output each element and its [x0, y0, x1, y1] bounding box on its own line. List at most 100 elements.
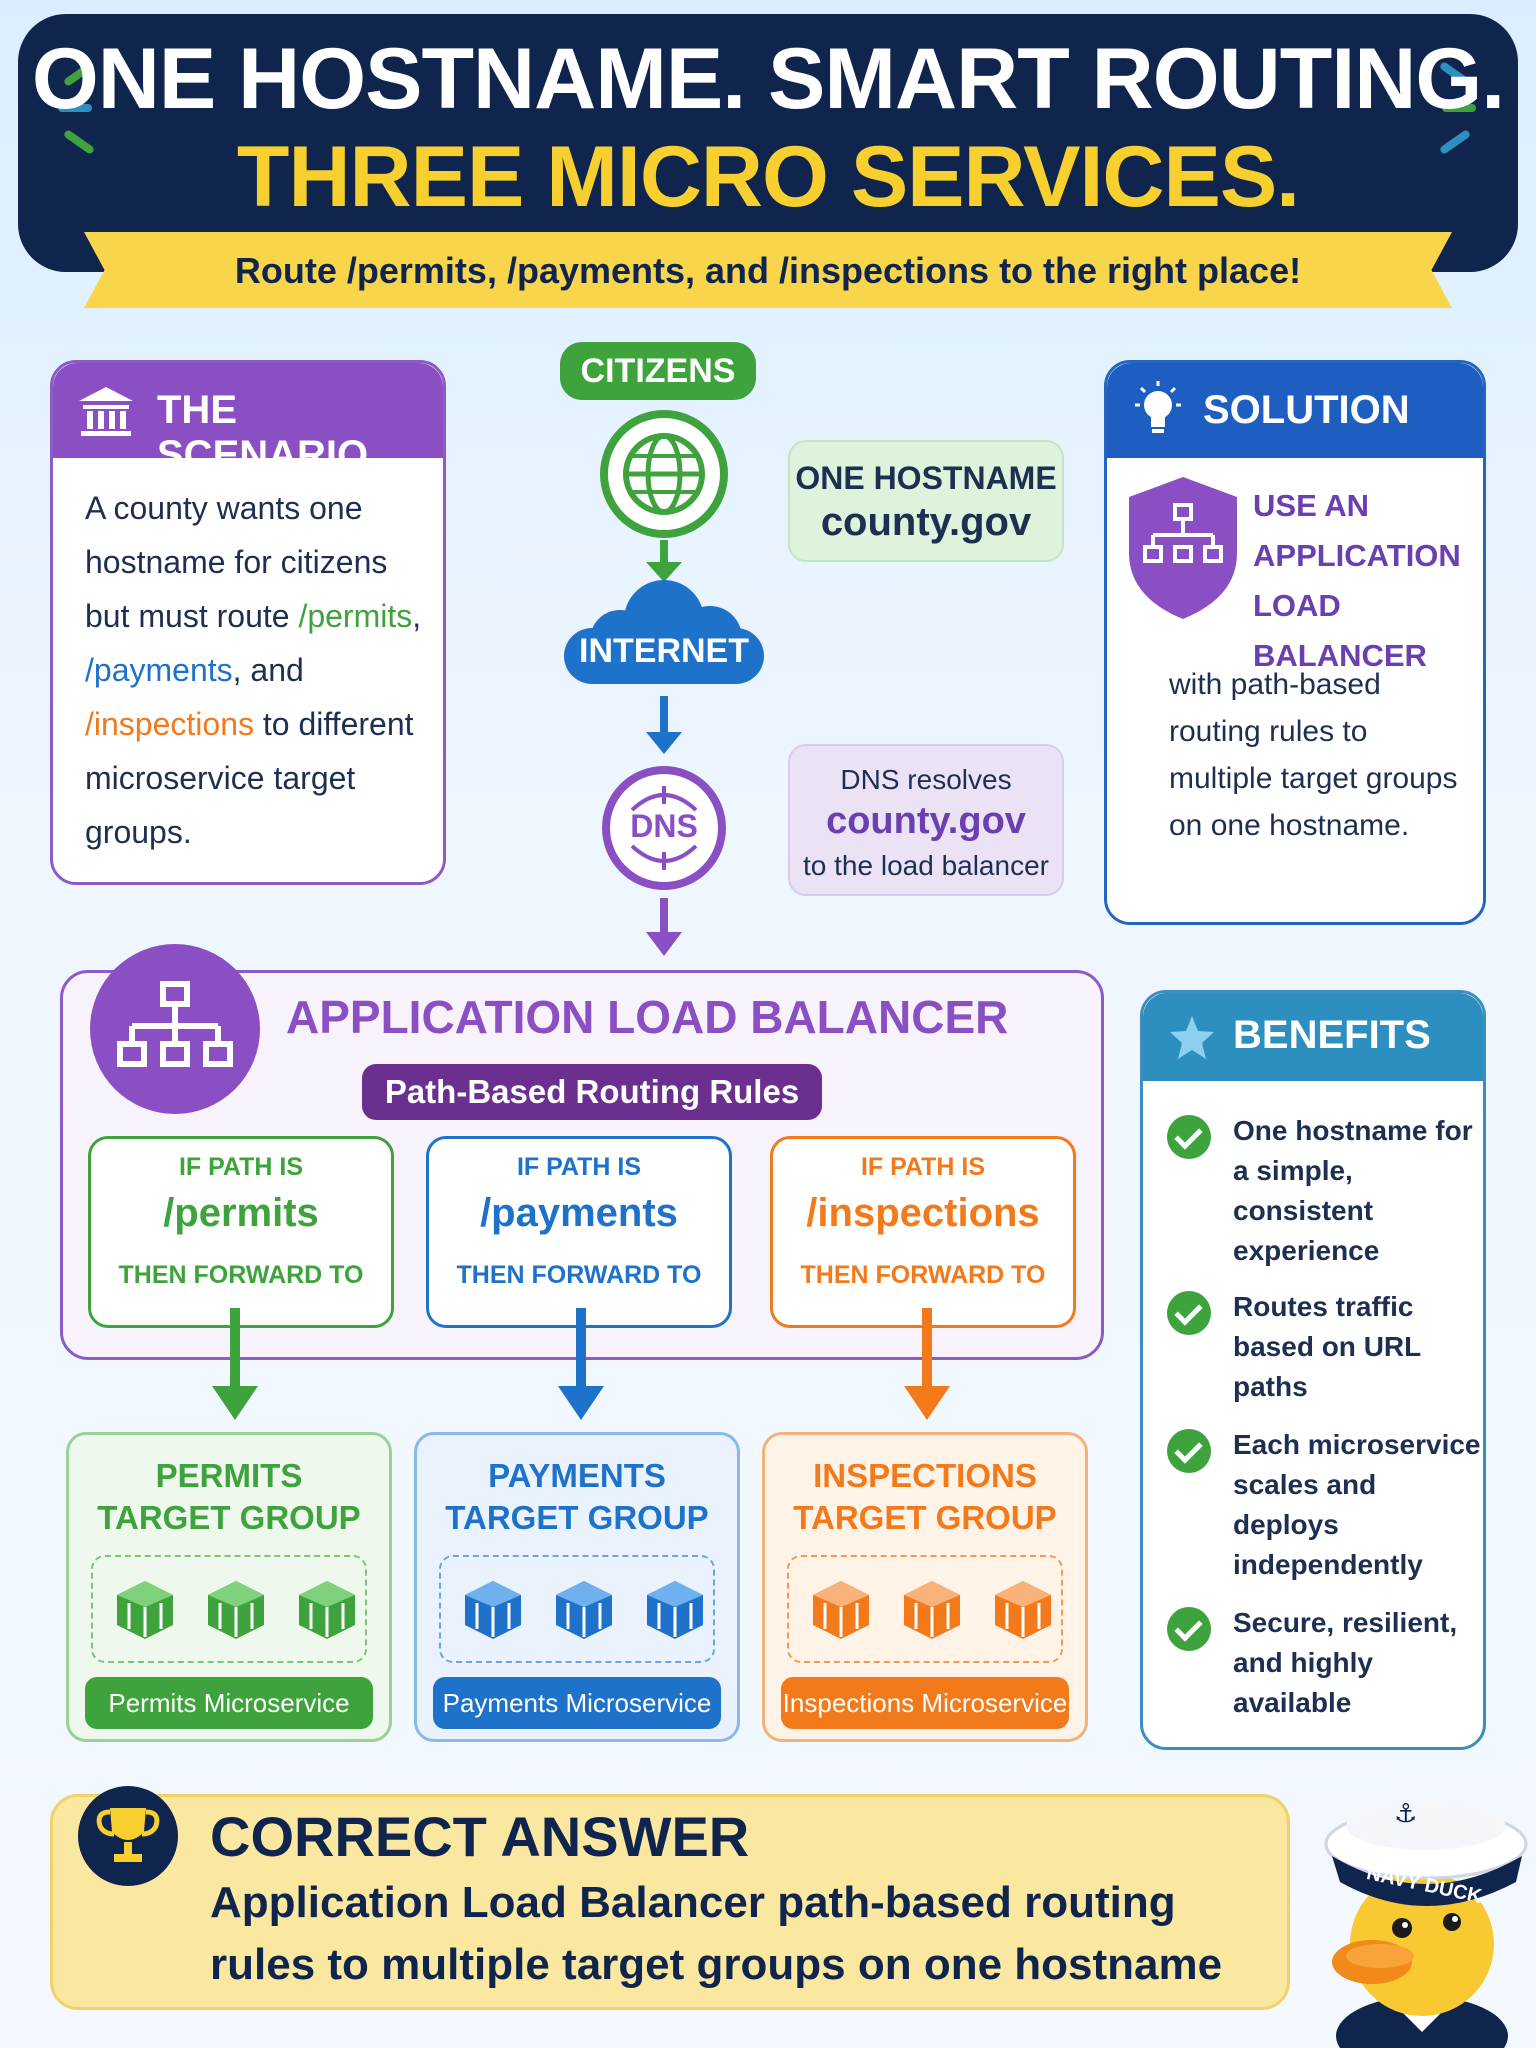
header-banner [18, 14, 1518, 272]
rule-condition: IF PATH IS [516, 1153, 642, 1181]
check-icon [1167, 1607, 1211, 1651]
cube-icon [904, 1581, 960, 1639]
benefits-header: BENEFITS [1143, 993, 1483, 1081]
rule-condition: IF PATH IS [178, 1153, 304, 1181]
target-group-name: INSPECTIONS [813, 1457, 1037, 1494]
arrow-down-icon [558, 1308, 604, 1420]
scenario-text: A county wants one hostname for citizens… [85, 481, 425, 859]
rule-action: THEN FORWARD TO [118, 1261, 364, 1289]
target-group-name: PERMITS [155, 1457, 303, 1494]
scenario-path-payments: /payments [85, 652, 233, 688]
cube-icon [995, 1581, 1051, 1639]
cube-icon [647, 1581, 703, 1639]
scenario-card: THE SCENARIO A county wants one hostname… [50, 360, 446, 885]
rule-payments: IF PATH IS /payments THEN FORWARD TO [426, 1136, 732, 1328]
scenario-title: THE SCENARIO [157, 388, 369, 477]
scenario-sep: , and [232, 652, 304, 688]
instances-area [439, 1555, 715, 1663]
arrow-down-icon [646, 540, 682, 582]
solution-title: SOLUTION [1203, 388, 1410, 432]
routing-rules-label: Path-Based Routing Rules [362, 1064, 822, 1120]
hostname-caption: ONE HOSTNAME [795, 460, 1057, 496]
dns-caption-2: to the load balancer [803, 850, 1049, 881]
target-group-title: PERMITS TARGET GROUP [69, 1455, 389, 1539]
instances-area [91, 1555, 367, 1663]
payments-microservice-label: Payments Microservice [433, 1677, 721, 1729]
scenario-text-a: A county wants one hostname for citizens… [85, 490, 388, 634]
scenario-path-permits: /permits [298, 598, 413, 634]
burst-icon [1442, 104, 1476, 112]
solution-heading-line: USE AN [1253, 488, 1369, 523]
benefits-title: BENEFITS [1233, 1013, 1431, 1057]
hostname-value: county.gov [820, 500, 1032, 544]
solution-heading-line: LOAD BALANCER [1253, 588, 1427, 673]
load-balancer-icon [90, 944, 260, 1114]
courthouse-icon [79, 387, 133, 436]
arrow-down-icon [904, 1308, 950, 1420]
citizens-label: CITIZENS [560, 342, 756, 400]
rule-action: THEN FORWARD TO [456, 1261, 702, 1289]
rule-action: THEN FORWARD TO [800, 1261, 1046, 1289]
target-group-title: PAYMENTS TARGET GROUP [417, 1455, 737, 1539]
svg-text:⚓: ⚓ [1394, 1799, 1417, 1829]
arrow-down-icon [646, 898, 682, 956]
scenario-path-inspections: /inspections [85, 706, 254, 742]
globe-icon [600, 410, 728, 538]
burst-icon [58, 104, 92, 112]
headline-line2: THREE MICRO SERVICES. [236, 129, 1300, 225]
target-group-label: TARGET GROUP [97, 1499, 361, 1536]
cube-icon [208, 1581, 264, 1639]
dns-label: DNS [630, 808, 698, 844]
target-group-name: PAYMENTS [488, 1457, 666, 1494]
solution-card: SOLUTION USE AN APPLICATION LOAD BALANCE… [1104, 360, 1486, 925]
cube-icon [813, 1581, 869, 1639]
target-group-label: TARGET GROUP [445, 1499, 709, 1536]
benefit-text: Each microservice scales and deploys ind… [1233, 1429, 1481, 1580]
benefit-text: One hostname for a simple, consistent ex… [1233, 1115, 1473, 1266]
answer-panel [50, 1794, 1290, 2010]
answer-title: CORRECT ANSWER [210, 1805, 750, 1868]
target-group-label: TARGET GROUP [793, 1499, 1057, 1536]
check-icon [1167, 1115, 1211, 1159]
headline-line1: ONE HOSTNAME. SMART ROUTING. [31, 31, 1505, 127]
load-balancer-title: APPLICATION LOAD BALANCER [286, 991, 1009, 1043]
lightbulb-icon [1135, 381, 1181, 433]
subtitle-text: Route /permits, /payments, and /inspecti… [234, 250, 1302, 291]
solution-header: SOLUTION [1107, 363, 1483, 458]
payments-target-group: PAYMENTS TARGET GROUP Payments Microservi… [414, 1432, 740, 1742]
benefit-text: Secure, resilient, and highly available [1233, 1607, 1458, 1718]
answer-text: Application Load Balancer path-based rou… [210, 1878, 1223, 1989]
subtitle-ribbon [84, 232, 1452, 308]
dns-hostname: county.gov [826, 800, 1026, 842]
dns-caption-1: DNS resolves [840, 764, 1012, 795]
dns-globe-icon [602, 766, 726, 890]
benefits-card: BENEFITS One hostname for a simple, cons… [1140, 990, 1486, 1750]
check-icon [1167, 1291, 1211, 1335]
solution-heading-line: APPLICATION [1253, 538, 1461, 573]
scenario-header: THE SCENARIO [53, 363, 443, 477]
hostname-callout: ONE HOSTNAME county.gov [788, 440, 1064, 562]
scenario-text-b: to different microservice target groups. [85, 706, 414, 850]
cube-icon [299, 1581, 355, 1639]
rule-path: /inspections [806, 1191, 1040, 1235]
rule-condition: IF PATH IS [860, 1153, 986, 1181]
rule-inspections: IF PATH IS /inspections THEN FORWARD TO [770, 1136, 1076, 1328]
load-balancer-shield-icon [1129, 477, 1237, 619]
cube-icon [465, 1581, 521, 1639]
rule-permits: IF PATH IS /permits THEN FORWARD TO [88, 1136, 394, 1328]
benefit-text: Routes traffic based on URL paths [1233, 1291, 1421, 1402]
check-icon [1167, 1429, 1211, 1473]
instances-area [787, 1555, 1063, 1663]
rule-path: /payments [480, 1191, 678, 1235]
cube-icon [556, 1581, 612, 1639]
trophy-icon [78, 1786, 178, 1886]
internet-cloud: INTERNET [560, 576, 768, 686]
arrow-down-icon [646, 696, 682, 754]
star-icon [1170, 1016, 1214, 1059]
arrow-down-icon [212, 1308, 258, 1420]
rule-path: /permits [163, 1191, 319, 1235]
cube-icon [117, 1581, 173, 1639]
target-group-title: INSPECTIONS TARGET GROUP [765, 1455, 1085, 1539]
